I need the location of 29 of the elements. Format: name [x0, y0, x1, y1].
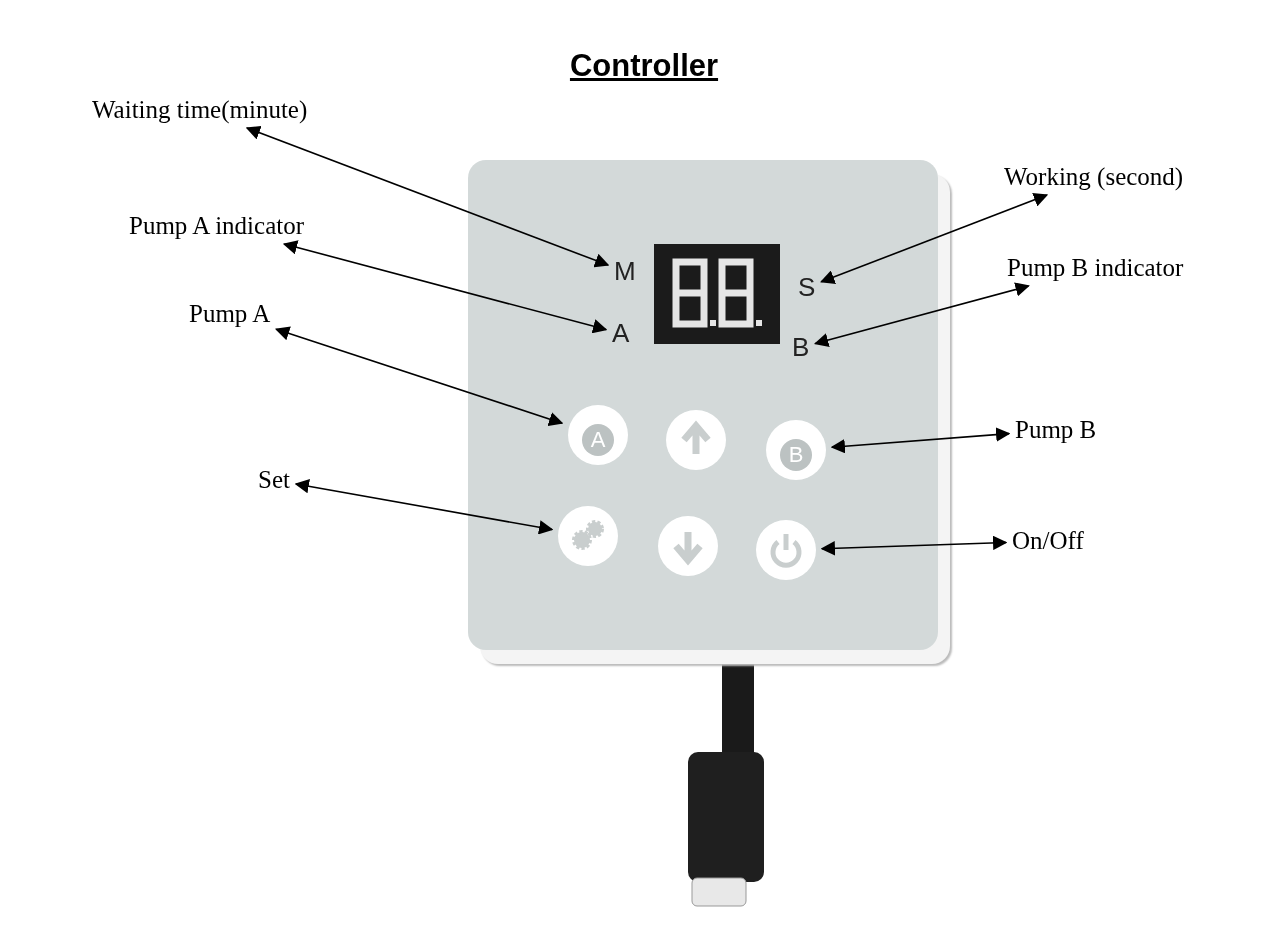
callout-label: Working (second) [1004, 163, 1184, 191]
indicator-letter: S [798, 272, 816, 303]
leader-line [274, 326, 564, 426]
indicator-letter: B [792, 332, 810, 363]
indicator-letter: M [614, 256, 636, 287]
round-button [756, 520, 816, 580]
callout-label: Set [258, 466, 290, 494]
leader-line [282, 240, 608, 334]
round-button [568, 405, 628, 465]
round-button [558, 506, 618, 566]
leader-line [820, 192, 1049, 284]
callout-label: Waiting time(minute) [92, 96, 308, 124]
callout-label: Pump B indicator [1007, 254, 1184, 282]
round-button [666, 410, 726, 470]
button-letter: B [780, 439, 812, 471]
indicator-letter: A [612, 318, 630, 349]
callout-label: Pump B [1015, 416, 1097, 444]
leader-line [294, 479, 554, 535]
title: Controller [568, 48, 720, 84]
callout-label: Pump A indicator [129, 212, 304, 240]
round-button [658, 516, 718, 576]
leader-line [813, 282, 1030, 348]
leader-line [245, 125, 610, 268]
button-letter: A [582, 424, 614, 456]
leader-line [820, 535, 1008, 556]
round-button [766, 420, 826, 480]
callout-label: Pump A [189, 300, 271, 328]
callout-label: On/Off [1012, 527, 1084, 555]
leader-line [830, 427, 1011, 454]
